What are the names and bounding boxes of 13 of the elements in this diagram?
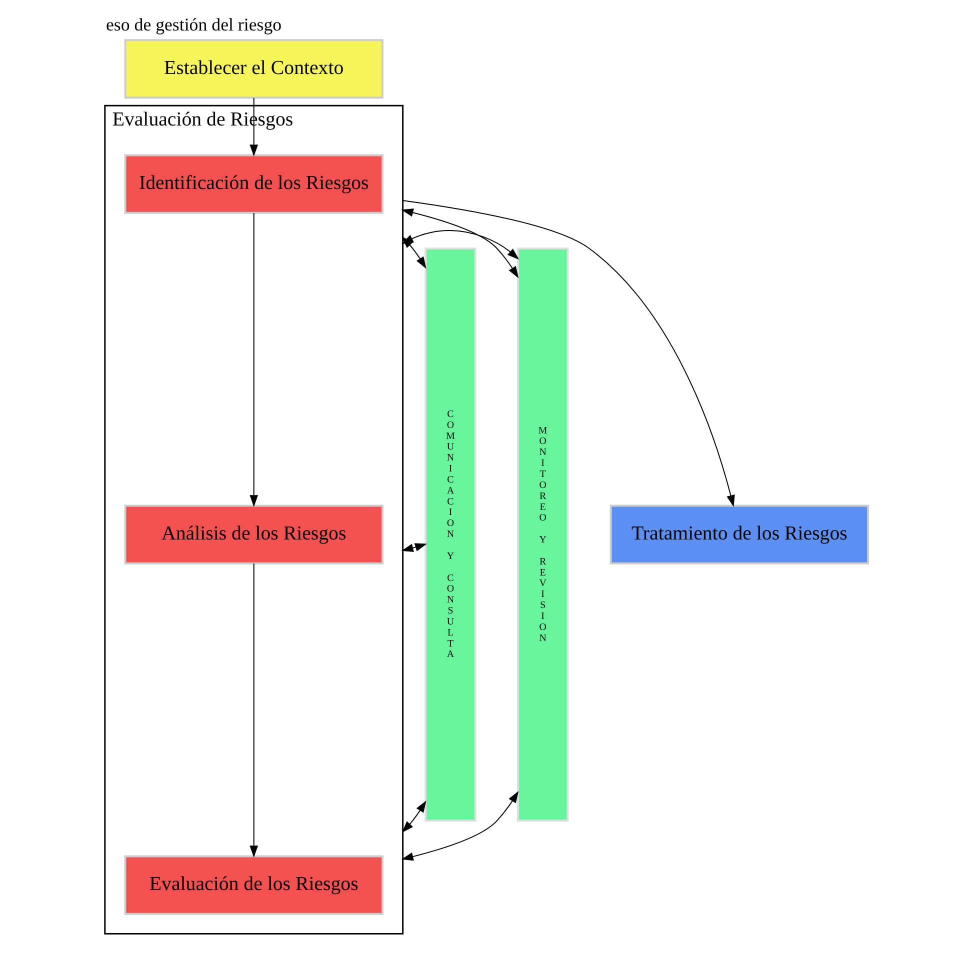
arrow <box>400 543 426 552</box>
arrow <box>249 212 258 508</box>
node-box: Tratamiento de los Riesgos <box>609 504 869 564</box>
node-box: Establecer el Contexto <box>124 39 383 99</box>
node-box: Identificación de los Riesgos <box>124 154 383 214</box>
arrow <box>249 563 258 858</box>
node-box: COMUNICACION Y CONSULTA <box>424 248 476 822</box>
diagram-title: eso de gestión del riesgo <box>106 14 282 35</box>
arrow <box>400 790 518 861</box>
node-box: Evaluación de los Riesgos <box>124 855 383 915</box>
node-box: Análisis de los Riesgos <box>124 504 383 564</box>
arrow <box>401 800 426 833</box>
node-box: MONITOREO Y REVISION <box>516 248 568 822</box>
